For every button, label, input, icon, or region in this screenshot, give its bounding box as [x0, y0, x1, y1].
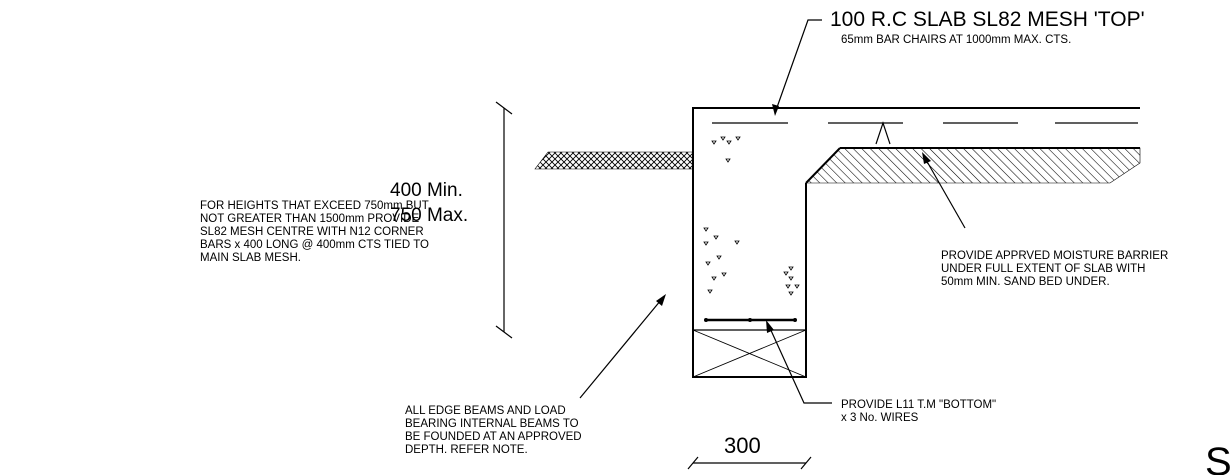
edge-beam-note: ALL EDGE BEAMS AND LOAD BEARING INTERNAL… — [405, 405, 582, 456]
edge-beam-note-line: ALL EDGE BEAMS AND LOAD — [405, 405, 566, 417]
left-note: FOR HEIGHTS THAT EXCEED 750mm BUT NOT GR… — [200, 200, 429, 264]
left-note-line: NOT GREATER THAN 1500mm PROVIDE — [200, 213, 420, 225]
mesh-wire — [704, 318, 708, 322]
arrowhead — [766, 320, 774, 333]
height-min-label: 400 Min. — [390, 180, 463, 201]
corner-letter: S — [1205, 440, 1230, 475]
edge-beam-note-line: BE FOUNDED AT AN APPROVED — [405, 431, 582, 443]
sand-bed-hatch — [805, 147, 1141, 184]
width-dim-tick-left — [687, 456, 699, 470]
beam-width-label: 300 — [724, 433, 761, 458]
left-note-line: FOR HEIGHTS THAT EXCEED 750mm BUT — [200, 200, 429, 212]
height-dim-tick-top — [495, 101, 513, 115]
edge-beam-leader — [579, 299, 662, 399]
left-note-line: SL82 MESH CENTRE WITH N12 CORNER — [200, 226, 424, 238]
edge-beam-note-line: BEARING INTERNAL BEAMS TO — [405, 418, 579, 430]
height-max-label: 750 Max. — [390, 205, 468, 226]
arrowhead — [922, 152, 931, 164]
slab-mesh-leader — [774, 19, 822, 114]
arrowhead — [772, 104, 779, 116]
left-note-line: BARS x 400 LONG @ 400mm CTS TIED TO — [200, 239, 429, 251]
slab-underside-line — [805, 147, 841, 184]
bottom-mesh-note-line: PROVIDE L11 T.M "BOTTOM" — [841, 399, 996, 411]
moisture-barrier-leader — [924, 157, 966, 229]
bottom-mesh-note-line: x 3 No. WIRES — [841, 412, 919, 424]
concrete-aggregate — [703, 136, 800, 296]
edge-beam-note-line: DEPTH. REFER NOTE. — [405, 444, 528, 456]
arrowhead — [656, 294, 666, 306]
left-note-line: MAIN SLAB MESH. — [200, 252, 301, 264]
slab-mesh-title: 100 R.C SLAB SL82 MESH 'TOP' — [830, 8, 1145, 31]
width-dim-tick-right — [800, 456, 812, 470]
mesh-wire — [748, 318, 752, 322]
base-cross-line-2 — [692, 329, 807, 378]
moisture-note-line: UNDER FULL EXTENT OF SLAB WITH — [941, 263, 1145, 275]
slab-mesh-subtitle: 65mm BAR CHAIRS AT 1000mm MAX. CTS. — [841, 34, 1071, 46]
height-dim-tick-bottom — [495, 325, 513, 339]
natural-ground-hatch — [534, 151, 694, 170]
mesh-wire — [793, 318, 797, 322]
moisture-note-line: PROVIDE APPRVED MOISTURE BARRIER — [941, 250, 1168, 262]
bar-chair — [875, 121, 891, 145]
bottom-mesh-note: PROVIDE L11 T.M "BOTTOM" x 3 No. WIRES — [841, 399, 996, 424]
bottom-mesh-leader — [768, 325, 832, 404]
moisture-barrier-note: PROVIDE APPRVED MOISTURE BARRIER UNDER F… — [941, 250, 1168, 288]
moisture-note-line: 50mm MIN. SAND BED UNDER. — [941, 276, 1110, 288]
